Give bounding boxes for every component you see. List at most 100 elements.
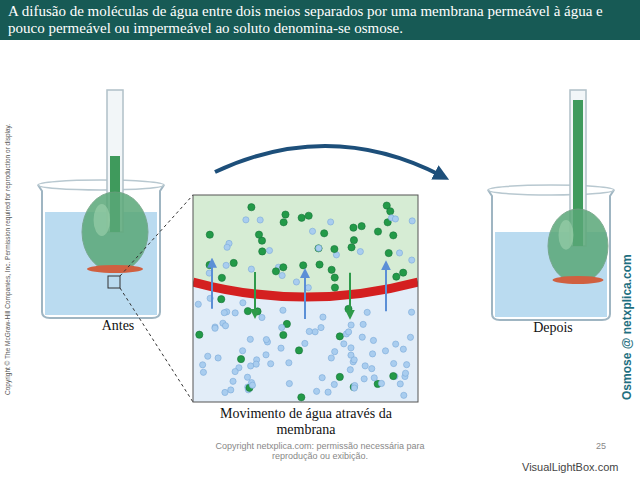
bulb [548, 209, 608, 283]
slide-title: A difusão de moléculas de água entre doi… [8, 3, 634, 37]
molecule [244, 374, 250, 380]
molecule [215, 355, 221, 361]
molecule [331, 284, 338, 291]
beaker [38, 90, 164, 318]
molecule [257, 217, 263, 223]
molecule [206, 231, 213, 238]
state-label: Depois [505, 320, 601, 336]
molecule [282, 211, 289, 218]
molecule [362, 363, 368, 369]
bulb [82, 192, 148, 272]
molecule [336, 373, 343, 380]
molecule [315, 245, 322, 252]
molecule [387, 208, 394, 215]
molecule [390, 232, 397, 239]
molecule [359, 334, 365, 340]
molecule [312, 329, 318, 335]
molecule [408, 309, 414, 315]
molecule [200, 369, 206, 375]
molecule [222, 389, 228, 395]
molecule [280, 264, 287, 271]
molecule [320, 314, 326, 320]
molecule [371, 375, 377, 381]
molecule [222, 323, 228, 329]
zoom-frame [193, 195, 418, 402]
molecule [341, 341, 347, 347]
molecule [409, 218, 415, 224]
molecule [347, 367, 353, 373]
molecule [302, 340, 308, 346]
molecule [378, 380, 384, 386]
water-flow-arrow [385, 265, 387, 311]
molecule [350, 237, 357, 244]
page-number: 25 [586, 441, 616, 451]
molecule [331, 381, 337, 387]
molecule [253, 361, 259, 367]
molecule [361, 376, 367, 382]
molecule [328, 266, 335, 273]
molecule [348, 345, 354, 351]
bulb-highlight [559, 220, 574, 250]
molecule [364, 309, 370, 315]
molecule [402, 370, 408, 376]
molecule [266, 247, 272, 253]
molecule [393, 341, 399, 347]
molecule [331, 245, 338, 252]
solute-flow-arrow [349, 273, 351, 315]
molecule [232, 368, 238, 374]
membrane [87, 265, 143, 273]
molecule [397, 381, 403, 387]
molecule [336, 333, 343, 340]
molecule [400, 269, 407, 276]
copyright-note: Copyright © The McGraw-Hill Companies, I… [4, 124, 11, 395]
molecule [272, 268, 279, 275]
zoom-box [193, 195, 418, 402]
molecule [255, 231, 262, 238]
molecule [223, 262, 229, 268]
membrane [553, 276, 604, 284]
molecule [298, 214, 305, 221]
molecule [351, 385, 357, 391]
molecule [328, 219, 334, 225]
molecule [400, 346, 406, 352]
water-side [193, 195, 418, 402]
molecule [319, 375, 325, 381]
bulb-highlight [94, 204, 111, 236]
beaker-glass [38, 185, 164, 318]
molecule [404, 362, 410, 368]
water-flow-arrow [211, 263, 213, 309]
molecule [298, 394, 305, 401]
beaker-glass [488, 190, 614, 320]
zoom-line [120, 288, 193, 402]
molecule [263, 352, 269, 358]
molecule [280, 331, 287, 338]
molecule [218, 296, 225, 303]
molecule [409, 257, 415, 263]
molecule [248, 266, 254, 272]
molecule [345, 329, 351, 335]
molecule [374, 228, 381, 235]
molecule [392, 216, 398, 222]
molecule [332, 349, 338, 355]
molecule [230, 259, 237, 266]
molecule [293, 279, 299, 285]
molecule [369, 366, 375, 372]
process-arrow [215, 146, 442, 176]
water-flow-arrow [304, 273, 306, 319]
molecule [205, 353, 211, 359]
molecule [325, 389, 331, 395]
title-bar [0, 0, 640, 40]
molecule [195, 301, 201, 307]
molecule [286, 360, 292, 366]
molecule [230, 378, 236, 384]
molecule [240, 300, 246, 306]
molecule [280, 219, 287, 226]
molecule [350, 224, 357, 231]
molecule [316, 261, 323, 268]
molecule [391, 360, 397, 366]
molecule [295, 347, 302, 354]
beaker-rim [488, 185, 614, 195]
molecule [218, 274, 225, 281]
solute-flow-arrow [254, 272, 256, 314]
